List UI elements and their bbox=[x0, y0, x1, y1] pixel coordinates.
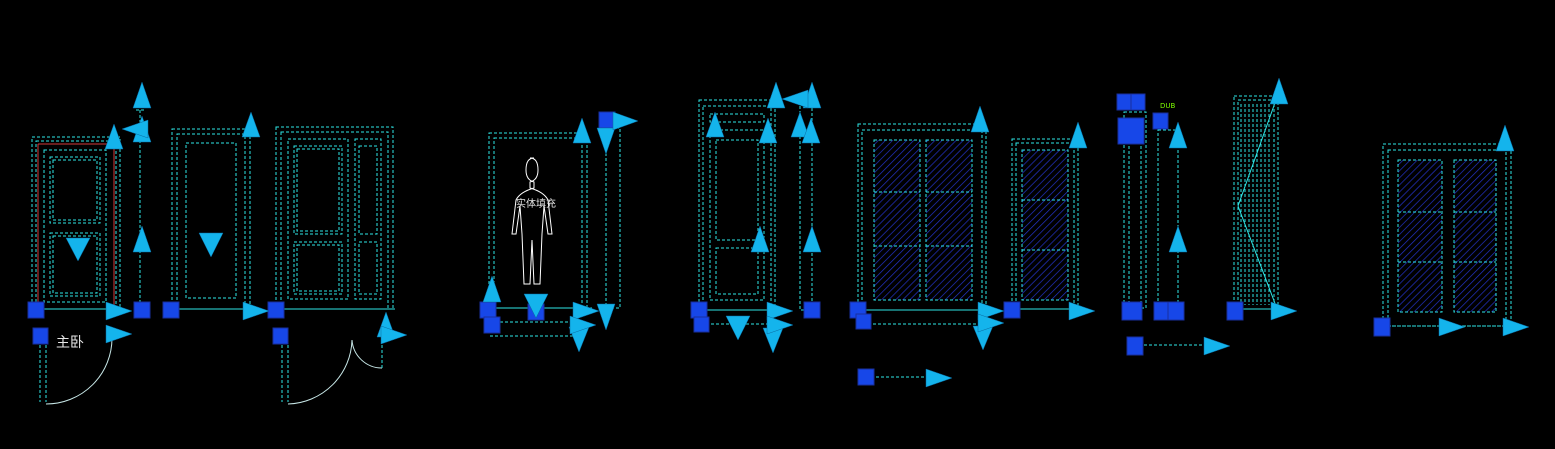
grip-arrow-icon[interactable] bbox=[569, 315, 597, 335]
grip-arrow-icon[interactable] bbox=[523, 293, 549, 319]
door-plan-swing-2[interactable] bbox=[281, 330, 383, 405]
grip-square-icon[interactable] bbox=[1126, 336, 1144, 356]
figure-caption: 实体填充 bbox=[516, 197, 556, 210]
grip-arrow-icon[interactable] bbox=[1495, 124, 1515, 152]
grip-arrow-icon[interactable] bbox=[596, 127, 616, 155]
grip-arrow-icon[interactable] bbox=[1068, 301, 1096, 321]
human-figure-icon bbox=[511, 157, 553, 285]
grip-arrow-icon[interactable] bbox=[725, 315, 751, 341]
grip-square-icon[interactable] bbox=[1003, 301, 1021, 319]
grip-arrow-icon[interactable] bbox=[198, 232, 224, 258]
grip-arrow-icon[interactable] bbox=[977, 301, 1005, 321]
grip-square-icon[interactable] bbox=[272, 327, 289, 345]
glazed-double-door[interactable] bbox=[854, 123, 990, 378]
door-elevation-1[interactable] bbox=[28, 109, 144, 310]
grip-square-icon[interactable] bbox=[855, 313, 872, 330]
grip-arrow-icon[interactable] bbox=[1438, 317, 1466, 337]
grip-square-icon[interactable] bbox=[1373, 317, 1391, 337]
door-elevation-2[interactable] bbox=[168, 128, 254, 310]
grip-square-icon[interactable] bbox=[162, 301, 180, 319]
grip-arrow-icon[interactable] bbox=[121, 119, 149, 139]
grip-arrow-icon[interactable] bbox=[612, 111, 639, 131]
grip-arrow-icon[interactable] bbox=[758, 117, 778, 144]
grip-arrow-icon[interactable] bbox=[750, 225, 770, 253]
grip-arrow-icon[interactable] bbox=[242, 301, 270, 321]
grip-arrow-icon[interactable] bbox=[482, 275, 502, 303]
grip-arrow-icon[interactable] bbox=[970, 105, 990, 133]
grip-arrow-icon[interactable] bbox=[132, 225, 152, 253]
grip-arrow-icon[interactable] bbox=[105, 301, 133, 321]
grip-arrow-icon[interactable] bbox=[572, 301, 600, 321]
glazed-single-door[interactable] bbox=[1008, 138, 1082, 310]
tall-panel[interactable] bbox=[1230, 95, 1282, 310]
grip-arrow-icon[interactable] bbox=[132, 81, 152, 109]
grip-square-icon[interactable] bbox=[32, 327, 49, 345]
grip-arrow-icon[interactable] bbox=[766, 81, 786, 109]
grip-arrow-icon[interactable] bbox=[1168, 121, 1188, 149]
door-elevation-3[interactable] bbox=[272, 126, 396, 310]
grip-arrow-icon[interactable] bbox=[766, 315, 794, 335]
grip-arrow-icon[interactable] bbox=[1168, 225, 1188, 253]
grip-square-icon[interactable] bbox=[1116, 93, 1132, 111]
grip-square-icon[interactable] bbox=[1226, 301, 1244, 321]
grip-arrow-icon[interactable] bbox=[1068, 121, 1088, 149]
grip-arrow-icon[interactable] bbox=[705, 111, 725, 138]
right-double-door[interactable] bbox=[1378, 143, 1516, 327]
grip-arrow-icon[interactable] bbox=[1203, 336, 1231, 356]
grip-square-icon[interactable] bbox=[1152, 112, 1169, 130]
grip-arrow-icon[interactable] bbox=[380, 325, 408, 345]
grip-arrow-icon[interactable] bbox=[781, 89, 809, 109]
grip-square-icon[interactable] bbox=[693, 316, 710, 333]
grip-arrow-icon[interactable] bbox=[572, 117, 592, 144]
grip-square-icon[interactable] bbox=[598, 111, 616, 129]
grip-square-icon[interactable] bbox=[27, 301, 45, 319]
grip-arrow-icon[interactable] bbox=[1502, 317, 1530, 337]
grip-square-icon[interactable] bbox=[1167, 301, 1185, 321]
grip-arrow-icon[interactable] bbox=[790, 111, 810, 138]
grip-arrow-icon[interactable] bbox=[925, 368, 953, 388]
grip-square-icon[interactable] bbox=[267, 301, 285, 319]
grip-arrow-icon[interactable] bbox=[105, 324, 133, 344]
grip-square-icon[interactable] bbox=[1121, 301, 1143, 321]
room-label: 主卧 bbox=[56, 335, 84, 351]
grip-square-icon[interactable] bbox=[133, 301, 151, 319]
grip-arrow-icon[interactable] bbox=[596, 303, 616, 331]
grip-square-icon[interactable] bbox=[1117, 117, 1145, 145]
grip-arrow-icon[interactable] bbox=[1269, 77, 1289, 105]
grip-arrow-icon[interactable] bbox=[65, 237, 91, 262]
grip-arrow-icon[interactable] bbox=[104, 123, 124, 150]
grip-square-icon[interactable] bbox=[690, 301, 708, 319]
grip-square-icon[interactable] bbox=[1130, 93, 1146, 111]
section-tag: DUB bbox=[1160, 102, 1176, 110]
grip-arrow-icon[interactable] bbox=[802, 225, 822, 253]
grip-arrow-icon[interactable] bbox=[801, 117, 821, 144]
grip-arrow-icon[interactable] bbox=[241, 111, 261, 138]
grip-square-icon[interactable] bbox=[803, 301, 821, 319]
grip-square-icon[interactable] bbox=[857, 368, 875, 386]
grip-arrow-icon[interactable] bbox=[766, 301, 794, 321]
grip-square-icon[interactable] bbox=[483, 316, 501, 334]
grip-square-icon[interactable] bbox=[479, 301, 497, 319]
grip-arrow-icon[interactable] bbox=[1270, 301, 1298, 321]
grip-arrow-icon[interactable] bbox=[977, 313, 1005, 333]
